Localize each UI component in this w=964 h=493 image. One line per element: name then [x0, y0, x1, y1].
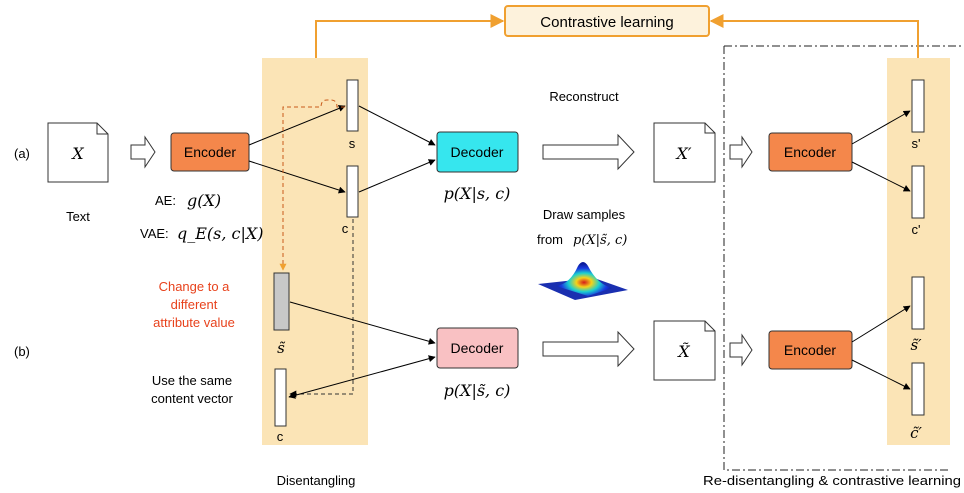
arrow-s-to-decoder-a — [358, 105, 436, 146]
reused-content-vector — [274, 368, 287, 427]
hollow-arrow-reencode-b — [729, 333, 753, 367]
output-a-document-icon — [653, 122, 716, 183]
ae-formula: g(X) — [187, 191, 221, 210]
change-attribute-line2: different — [171, 297, 218, 312]
decoder-b-label: Decoder — [451, 340, 504, 356]
output-b-symbol: X̃ — [676, 342, 690, 361]
input-caption: Text — [66, 209, 90, 224]
decoder-a-label: Decoder — [451, 144, 504, 160]
draw-samples-line1: Draw samples — [543, 207, 626, 222]
arrow-re-encoder-b-to-s — [851, 305, 911, 343]
change-attribute-line1: Change to a — [159, 279, 231, 294]
hollow-arrow-sample — [542, 330, 635, 368]
changed-style-vector-label: s̃ — [277, 339, 285, 357]
contrastive-learning-label: Contrastive learning — [540, 14, 673, 31]
re-style-vector-b — [911, 276, 925, 330]
decoder-b-box — [436, 327, 519, 369]
re-style-vector-a — [911, 79, 925, 133]
vae-label: VAE: — [140, 226, 169, 241]
change-attribute-line3: attribute value — [153, 315, 235, 330]
re-style-vector-b-label: s̃′ — [910, 336, 922, 354]
style-vector-s — [346, 79, 359, 132]
decoder-a-box — [436, 131, 519, 173]
content-vector-c-label: c — [342, 221, 349, 236]
row-a-label: (a) — [14, 146, 30, 161]
arrow-re-encoder-b-to-c — [851, 359, 911, 390]
draw-samples-line2: from — [537, 232, 563, 247]
same-content-line1: Use the same — [152, 373, 232, 388]
same-content-line2: content vector — [151, 391, 233, 406]
contrastive-learning-box — [504, 5, 710, 37]
input-document-icon — [47, 122, 109, 183]
output-a-document-fold — [704, 123, 715, 134]
re-encoder-b-box — [768, 330, 853, 370]
arrow-c-to-decoder-b — [288, 355, 436, 399]
re-encoder-a-label: Encoder — [784, 144, 836, 160]
dashed-arrow-change-style — [279, 99, 345, 271]
reused-content-vector-label: c — [277, 429, 284, 444]
disentangling-caption: Disentangling — [277, 473, 356, 488]
hollow-arrow-reencode-a — [729, 135, 753, 169]
arrow-encoder-to-s — [248, 105, 346, 146]
arrow-c-to-decoder-a — [358, 159, 436, 193]
output-a-symbol: X′ — [674, 144, 691, 163]
arrow-re-encoder-a-to-s — [851, 110, 911, 145]
re-content-vector-a — [911, 165, 925, 219]
vae-formula: q_E(s, c|X) — [177, 224, 264, 243]
gaussian-surface-icon — [538, 262, 628, 300]
redisentangling-dashdot-frame — [723, 45, 964, 471]
encoder-box — [170, 132, 250, 172]
contrastive-arrow-right — [709, 14, 919, 58]
re-content-vector-b-label: c̃′ — [910, 424, 922, 442]
output-b-document-fold — [704, 321, 715, 332]
re-encoder-b-label: Encoder — [784, 342, 836, 358]
input-x-symbol: X — [70, 144, 84, 163]
draw-samples-formula: p(X|s̃, c) — [573, 233, 627, 248]
reconstruct-label: Reconstruct — [549, 89, 619, 104]
output-b-document-icon — [653, 320, 716, 381]
decoder-b-formula: p(X|s̃, c) — [444, 381, 511, 400]
hollow-arrow-input — [130, 135, 156, 169]
content-vector-c — [346, 165, 359, 218]
arrow-re-encoder-a-to-c — [851, 161, 911, 192]
ae-label: AE: — [155, 193, 176, 208]
row-b-label: (b) — [14, 344, 30, 359]
changed-style-vector — [273, 272, 290, 331]
re-style-vector-a-label: s' — [912, 136, 921, 151]
decoder-a-formula: p(X|s, c) — [444, 184, 511, 203]
re-content-vector-a-label: c' — [912, 222, 921, 237]
encoder-label: Encoder — [184, 144, 236, 160]
arrow-encoder-to-c — [248, 160, 346, 194]
style-vector-s-label: s — [349, 136, 356, 151]
input-document-fold — [96, 123, 108, 135]
arrow-s-tilde-to-decoder-b — [289, 301, 436, 345]
hollow-arrow-reconstruct — [542, 133, 635, 171]
redisentangling-caption: Re-disentangling & contrastive learning — [703, 473, 961, 488]
re-content-vector-b — [911, 362, 925, 416]
re-encoder-a-box — [768, 132, 853, 172]
contrastive-arrow-left — [315, 14, 505, 58]
